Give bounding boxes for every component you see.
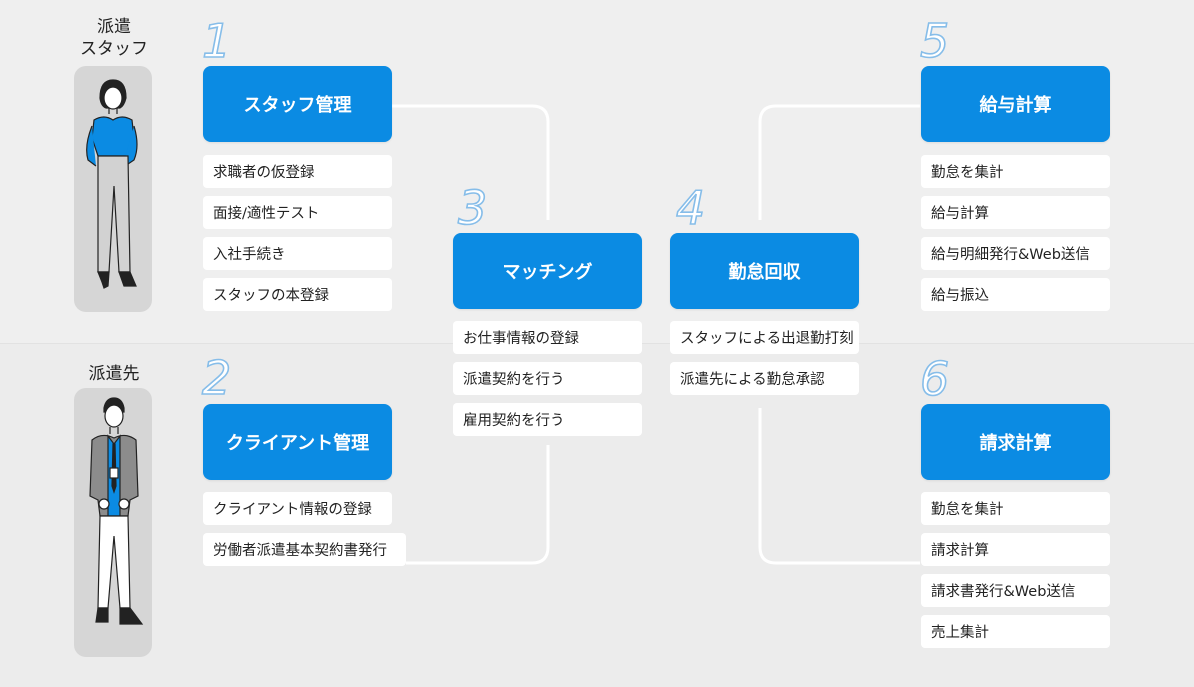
step-3-item: 雇用契約を行う [453,403,642,436]
step-3-item: お仕事情報の登録 [453,321,642,354]
step-4-item: 派遣先による勤怠承認 [670,362,859,395]
client-person-illustration [89,397,144,625]
staff-person-illustration [86,79,138,289]
step-5-item: 給与計算 [921,196,1110,229]
step-1-item: 求職者の仮登録 [203,155,392,188]
step-5-number: 5 [919,14,950,68]
step-1-number: 1 [201,14,232,68]
role-label-client: 派遣先 [88,364,140,384]
step-2-heading: クライアント管理 [203,404,392,480]
step-6-heading: 請求計算 [921,404,1110,480]
step-3-item: 派遣契約を行う [453,362,642,395]
step-2-item: クライアント情報の登録 [203,492,392,525]
step-6-item: 請求計算 [921,533,1110,566]
step-4-heading: 勤怠回収 [670,233,859,309]
step-3-number: 3 [457,181,488,235]
step-6-item: 請求書発行&Web送信 [921,574,1110,607]
step-1-item: 面接/適性テスト [203,196,392,229]
role-staff-line1: 派遣 [97,17,131,37]
step-5-item: 給与明細発行&Web送信 [921,237,1110,270]
step-1-item: スタッフの本登録 [203,278,392,311]
step-4-item: スタッフによる出退勤打刻 [670,321,859,354]
step-5-heading: 給与計算 [921,66,1110,142]
step-3-heading: マッチング [453,233,642,309]
step-4-number: 4 [675,181,706,235]
role-staff-line2: スタッフ [80,39,148,59]
step-6-item: 売上集計 [921,615,1110,648]
step-6-number: 6 [919,352,950,406]
step-5-item: 給与振込 [921,278,1110,311]
step-5-item: 勤怠を集計 [921,155,1110,188]
role-label-staff: 派遣 スタッフ [70,16,158,60]
step-1-heading: スタッフ管理 [203,66,392,142]
step-1-item: 入社手続き [203,237,392,270]
step-2-item: 労働者派遣基本契約書発行 [203,533,406,566]
step-2-number: 2 [201,351,232,405]
step-6-item: 勤怠を集計 [921,492,1110,525]
